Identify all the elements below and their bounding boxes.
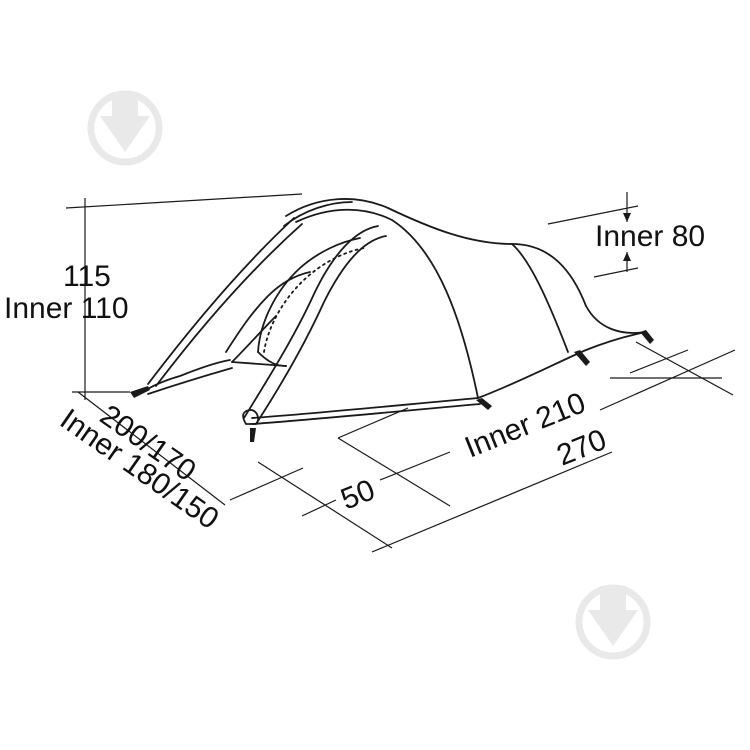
length-total-label: 270 <box>552 423 611 472</box>
height-inner-label: Inner 110 <box>4 292 129 325</box>
vestibule-label: 50 <box>336 473 379 516</box>
watermark-bottom-right <box>575 584 651 660</box>
dimension-lines <box>65 192 736 553</box>
side-inner-label: Inner 80 <box>595 220 705 253</box>
download-arrow-icon <box>100 92 150 152</box>
watermark-top-left <box>87 90 163 166</box>
height-total-label: 115 <box>63 260 111 293</box>
download-arrow-icon <box>588 586 638 646</box>
tent-drawing <box>145 198 647 425</box>
tent-pegs <box>130 330 654 442</box>
